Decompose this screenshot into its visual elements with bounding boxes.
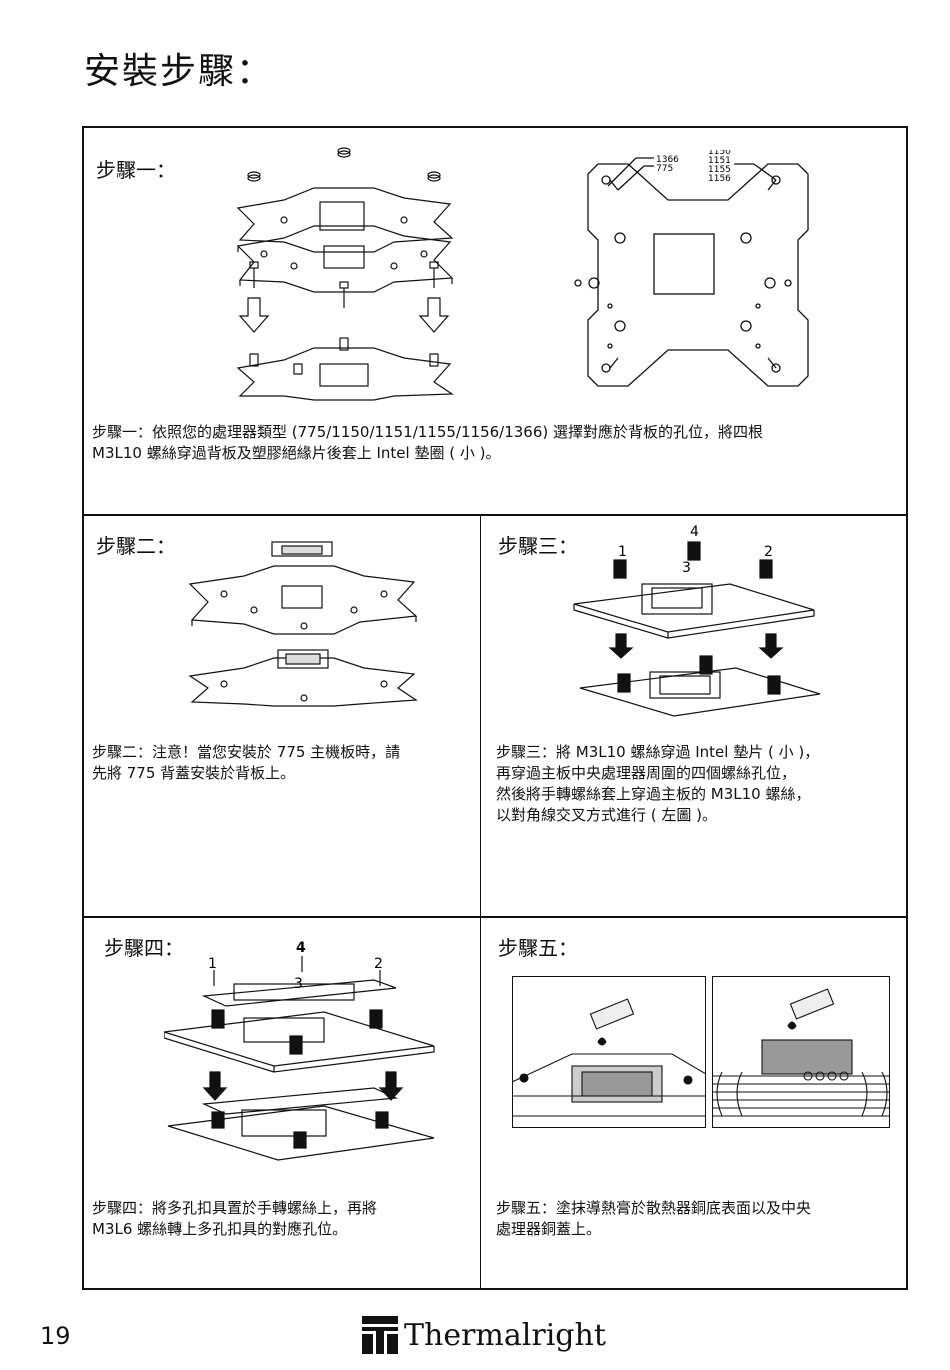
step4-label-1: 1 (208, 956, 217, 972)
divider-1 (84, 514, 906, 516)
step2-figure (188, 541, 418, 707)
step3-text-line: 以對角線交叉方式進行 ( 左圖 )。 (496, 806, 718, 824)
socket-label-1156: 1156 (708, 174, 731, 184)
step2-text-line: 步驟二：注意！當您安裝於 775 主機板時，請 (92, 743, 401, 761)
step5-title: 步驟五： (498, 936, 578, 960)
socket-label-1366: 1366 (656, 155, 679, 165)
column-divider-upper (480, 516, 481, 916)
thermalright-logo-icon (362, 1316, 398, 1354)
step4-text-line: M3L6 螺絲轉上多孔扣具的對應孔位。 (92, 1220, 348, 1238)
step4-label-3: 3 (294, 976, 303, 992)
step2-title: 步驟二： (96, 534, 176, 558)
step5-text-line: 步驟五：塗抹導熱膏於散熱器銅底表面以及中央 (496, 1199, 812, 1217)
step4-text-line: 步驟四：將多孔扣具置於手轉螺絲上，再將 (92, 1199, 378, 1217)
step1-text-line: 步驟一：依照您的處理器類型 (775/1150/1151/1155/1156/1… (92, 423, 764, 441)
step5-cpu-paste-photo (512, 976, 706, 1128)
socket-label-775: 775 (656, 164, 673, 174)
divider-2 (84, 916, 906, 918)
step3-description: 步驟三：將 M3L10 螺絲穿過 Intel 墊片 ( 小 )， 再穿過主板中央… (496, 742, 896, 826)
step5-text-line: 處理器銅蓋上。 (496, 1220, 602, 1238)
step4-label-4: 4 (296, 940, 306, 956)
socket-label-1151: 1151 (708, 156, 731, 166)
step2-text-line: 先將 775 背蓋安裝於背板上。 (92, 764, 296, 782)
step3-title: 步驟三： (498, 534, 578, 558)
step3-figure: 1 4 2 3 (573, 524, 821, 717)
step4-title: 步驟四： (104, 936, 184, 960)
step5-description: 步驟五：塗抹導熱膏於散熱器銅底表面以及中央 處理器銅蓋上。 (496, 1198, 896, 1240)
step3-label-4: 4 (690, 524, 699, 540)
step3-text-line: 然後將手轉螺絲套上穿過主板的 M3L10 螺絲， (496, 785, 811, 803)
column-divider-lower (480, 918, 481, 1290)
step1-description: 步驟一：依照您的處理器類型 (775/1150/1151/1155/1156/1… (92, 422, 904, 464)
step3-text-line: 步驟三：將 M3L10 螺絲穿過 Intel 墊片 ( 小 )， (496, 743, 820, 761)
socket-label-1155: 1155 (708, 165, 731, 175)
step1-exploded-figure (236, 147, 454, 401)
step1-title: 步驟一： (96, 158, 176, 182)
step3-label-3: 3 (682, 560, 691, 576)
brand-logo: Thermalright (362, 1316, 606, 1354)
page-title: 安裝步驟： (84, 51, 275, 92)
instruction-frame: 步驟一： (82, 126, 908, 1290)
step4-label-2: 2 (374, 956, 383, 972)
step2-description: 步驟二：注意！當您安裝於 775 主機板時，請 先將 775 背蓋安裝於背板上。 (92, 742, 472, 784)
step3-label-2: 2 (764, 544, 773, 560)
step4-figure: 1 4 2 3 (164, 940, 435, 1161)
page-number: 19 (40, 1322, 71, 1350)
step3-label-1: 1 (618, 544, 627, 560)
step1-text-line: M3L10 螺絲穿過背板及塑膠絕緣片後套上 Intel 墊圈 ( 小 )。 (92, 444, 501, 462)
step1-backplate-diagram: 1366 775 1150 1151 1155 1156 (574, 150, 809, 387)
step3-text-line: 再穿過主板中央處理器周圍的四個螺絲孔位， (496, 764, 797, 782)
brand-name: Thermalright (404, 1317, 606, 1353)
step5-heatsink-paste-photo (712, 976, 890, 1128)
socket-label-1150: 1150 (708, 150, 731, 157)
step4-description: 步驟四：將多孔扣具置於手轉螺絲上，再將 M3L6 螺絲轉上多孔扣具的對應孔位。 (92, 1198, 472, 1240)
